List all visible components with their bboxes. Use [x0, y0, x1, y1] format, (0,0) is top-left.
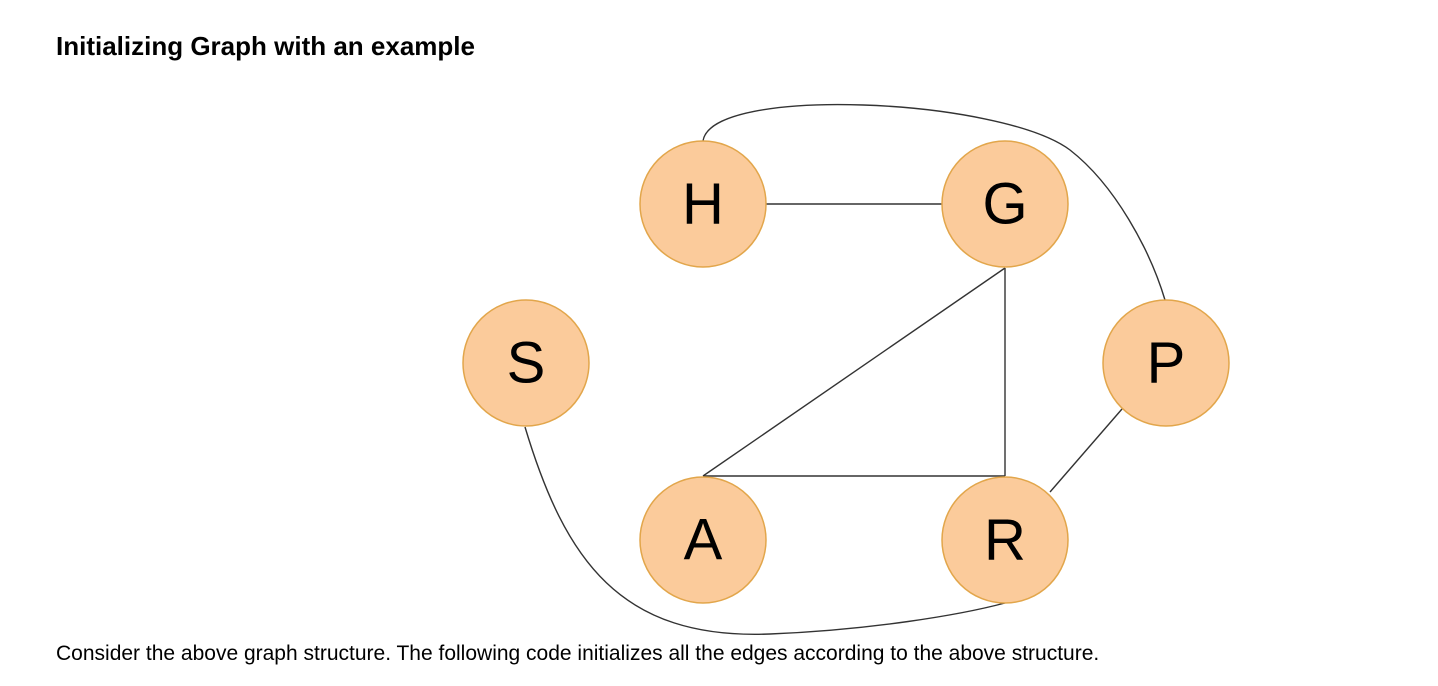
node-r-label: R	[984, 508, 1026, 573]
node-h: H	[639, 140, 767, 268]
node-a-label: A	[684, 508, 723, 573]
edge-g-a	[702, 267, 1006, 477]
node-g: G	[941, 140, 1069, 268]
node-a: A	[639, 476, 767, 604]
graph-edges	[524, 103, 1166, 635]
edge-s-r	[524, 426, 1006, 635]
node-g-label: G	[982, 172, 1027, 237]
edge-p-r	[1049, 408, 1123, 493]
node-p-label: P	[1147, 331, 1186, 396]
node-r: R	[941, 476, 1069, 604]
node-s: S	[462, 299, 590, 427]
section-heading: Initializing Graph with an example	[56, 31, 475, 61]
graph-nodes: H G S P A R	[462, 140, 1230, 604]
edge-h-p	[702, 103, 1166, 301]
node-s-label: S	[507, 331, 546, 396]
node-h-label: H	[682, 172, 724, 237]
caption-text: Consider the above graph structure. The …	[56, 642, 1100, 665]
node-p: P	[1102, 299, 1230, 427]
